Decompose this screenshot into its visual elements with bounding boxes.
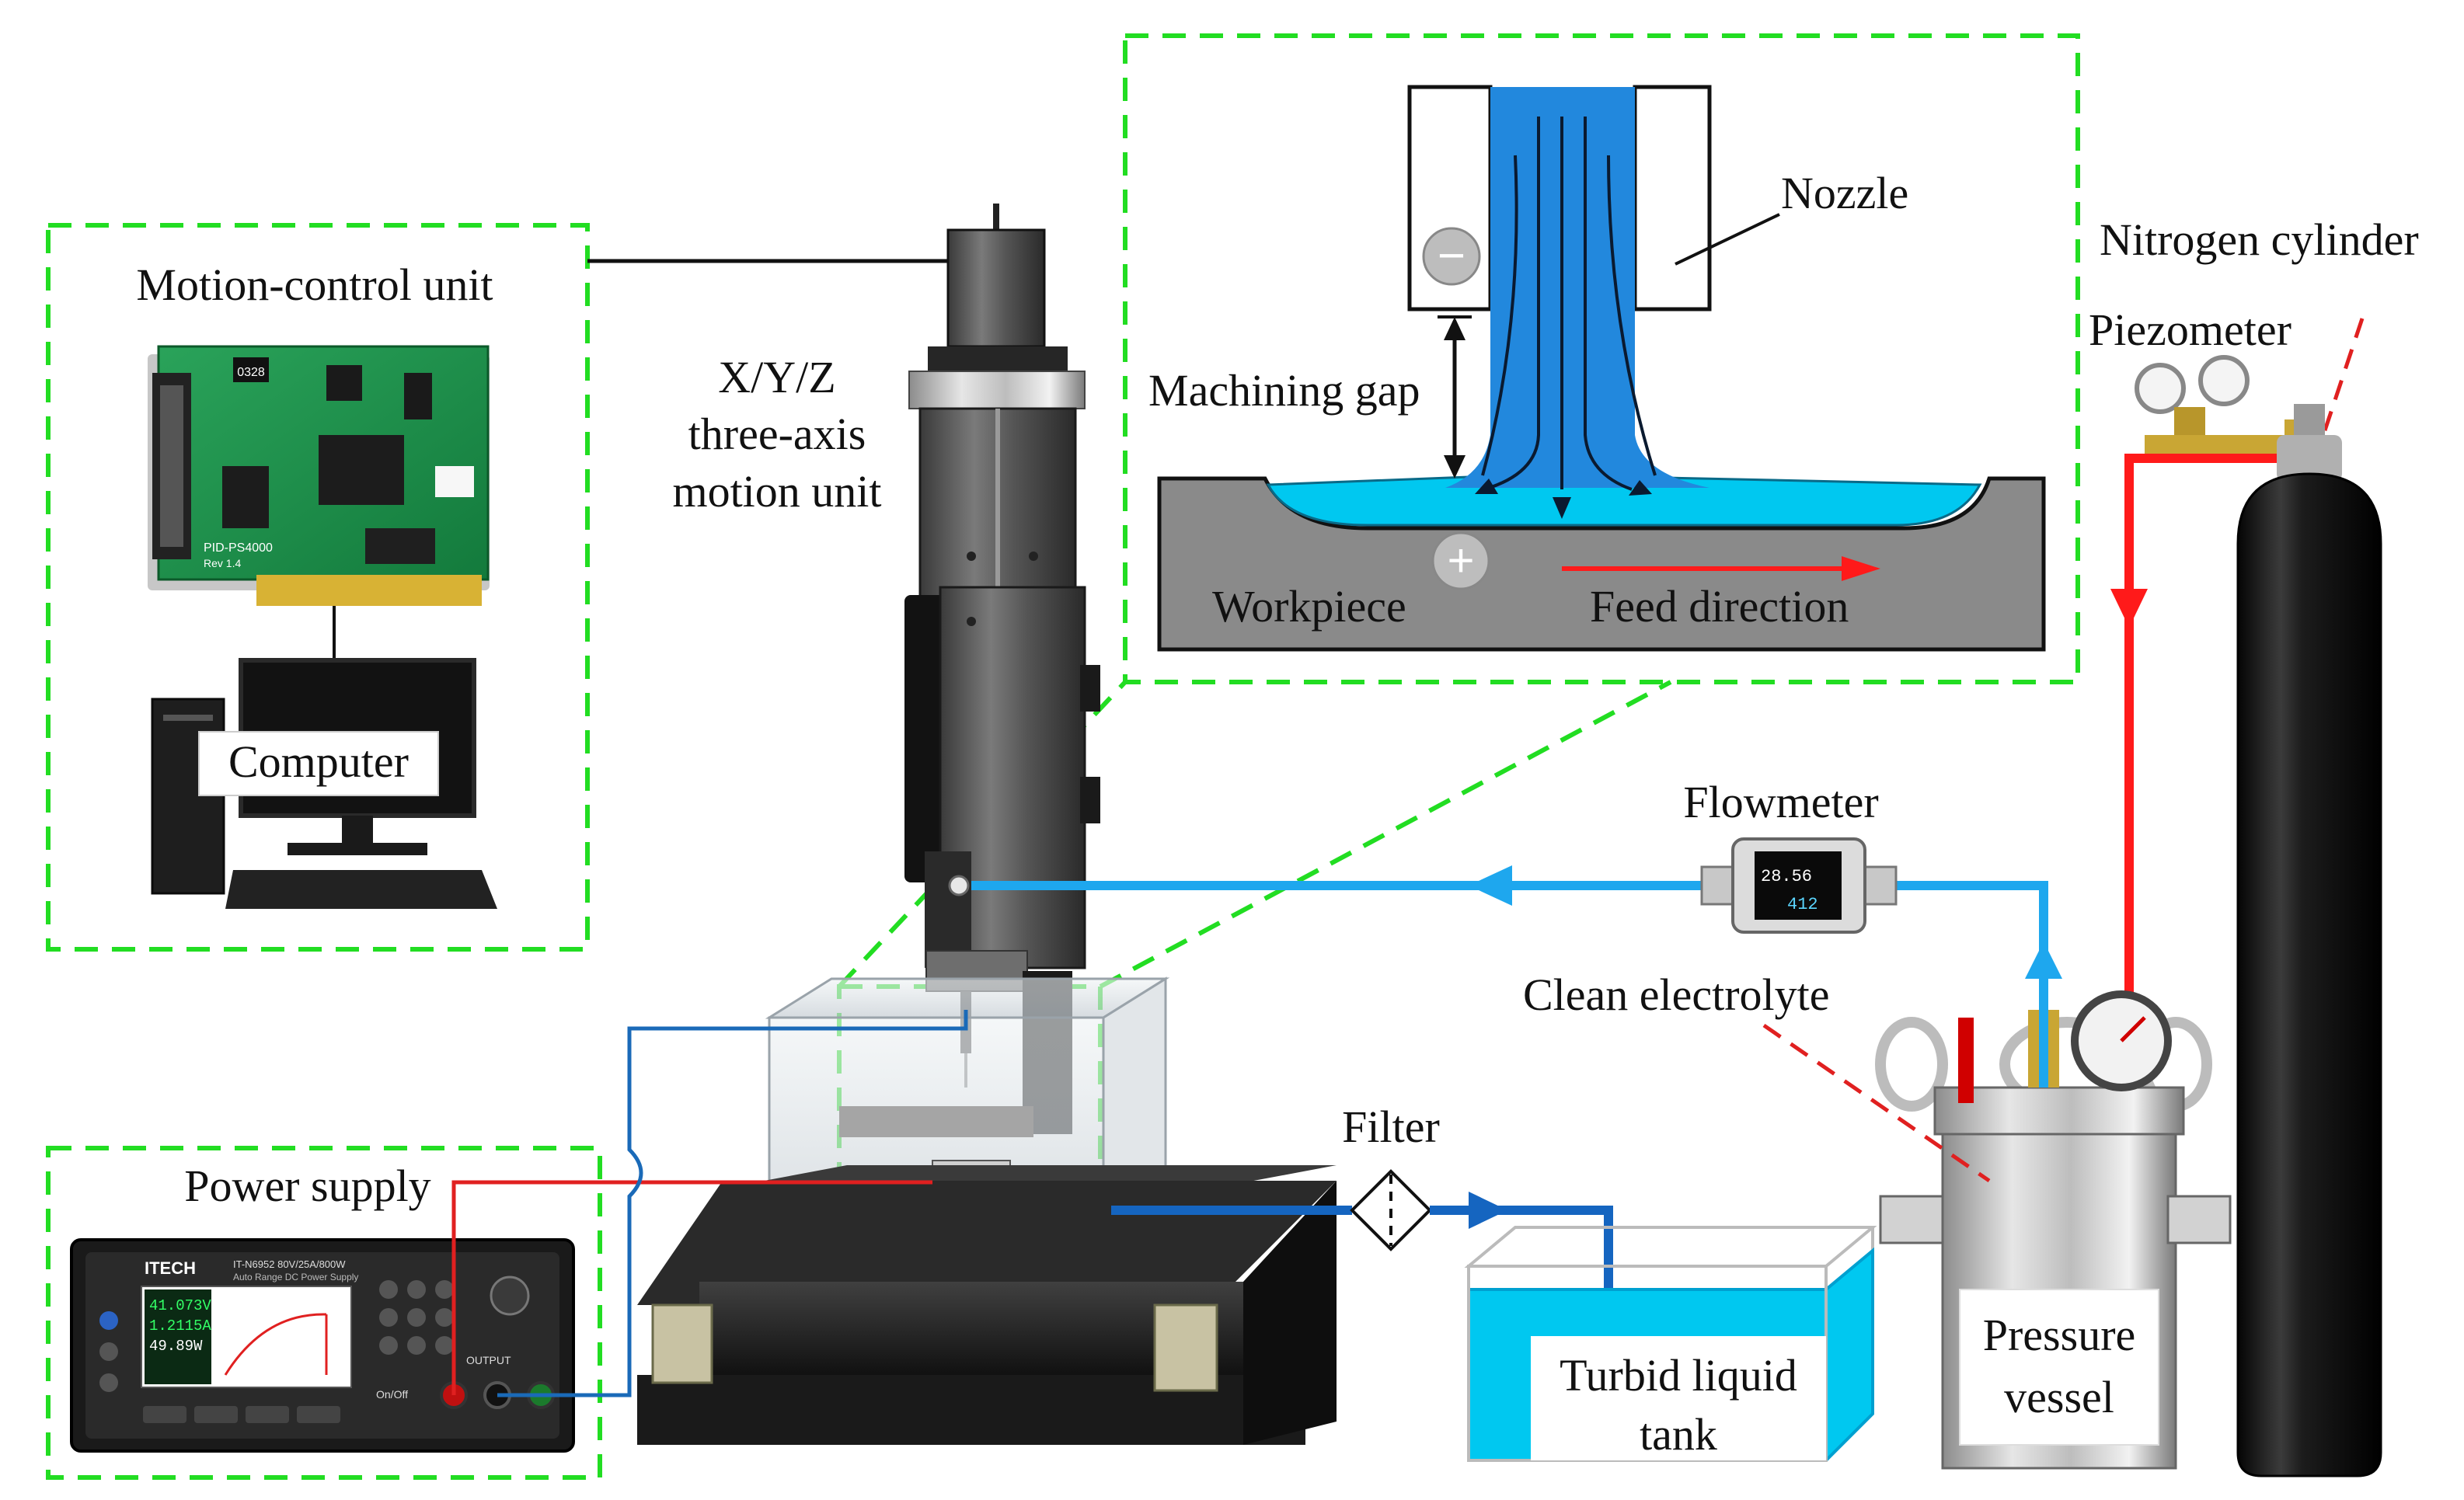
flowmeter: 28.56 412 [1700, 837, 1898, 934]
ps-subtitle: Auto Range DC Power Supply [233, 1272, 358, 1282]
piezometer-label: Piezometer [2089, 305, 2291, 355]
card-chip-label: 0328 [237, 366, 265, 379]
motion-control-label: Motion-control unit [136, 259, 493, 310]
card-model-label: PID-PS4000 [204, 541, 273, 555]
flowmeter-reading-1: 28.56 [1761, 867, 1812, 886]
xyz-label-line2: three-axis [688, 409, 866, 459]
turbid-liquid-tank [1464, 1226, 1877, 1462]
pressure-label-line1: Pressure [1983, 1310, 2136, 1360]
card-rev-label: Rev 1.4 [204, 557, 241, 569]
electrolyte-pool [1266, 475, 1982, 527]
nozzle-label: Nozzle [1781, 168, 1908, 218]
filter-label: Filter [1342, 1102, 1440, 1152]
xyz-label-line3: motion unit [672, 466, 881, 517]
pressure-vessel [1875, 990, 2232, 1470]
positive-wire [451, 1180, 932, 1395]
power-supply-frame [46, 1146, 602, 1480]
computer-illustration [151, 658, 497, 909]
nitrogen-leader [2321, 318, 2365, 436]
turbid-tank-label-line1: Turbid liquid [1560, 1350, 1797, 1401]
flowmeter-reading-2: 412 [1787, 895, 1818, 914]
ps-model: IT-N6952 80V/25A/800W [233, 1258, 346, 1270]
minus-sign: − [1438, 229, 1466, 283]
clean-line-vessel [1896, 881, 2048, 1088]
power-supply-label: Power supply [184, 1161, 430, 1211]
anode-sign [1431, 531, 1490, 590]
pressure-label-box [1959, 1289, 2159, 1446]
electrolyte-jet [1445, 87, 1709, 488]
turbid-flow-arrow [1469, 1192, 1507, 1229]
nozzle-detail: − + [1157, 85, 2046, 652]
nitrogen-cylinder-label: Nitrogen cylinder [2100, 214, 2419, 265]
computer-label: Computer [228, 736, 409, 787]
ps-current: 1.2115A [149, 1317, 211, 1335]
clean-electrolyte-label: Clean electrolyte [1523, 969, 1830, 1020]
nitrogen-cylinder [2236, 404, 2382, 1477]
zoom-line-right [1099, 680, 1672, 989]
clean-flow-arrow-left [1469, 865, 1512, 906]
plus-sign: + [1447, 534, 1474, 586]
pressure-label-line2: vessel [2004, 1372, 2114, 1422]
motion-control-frame [46, 223, 590, 952]
machining-gap-label: Machining gap [1148, 365, 1420, 416]
turbid-tank-label-line2: tank [1640, 1409, 1717, 1460]
ps-output-label: OUTPUT [466, 1354, 511, 1366]
ps-onoff-label: On/Off [376, 1388, 408, 1401]
nozzle-wall-right [1633, 85, 1712, 311]
nitrogen-pipe [2124, 454, 2277, 1002]
ps-voltage: 41.073V [149, 1297, 211, 1314]
feed-direction-label: Feed direction [1590, 581, 1849, 632]
computer-label-box [198, 731, 439, 796]
workpiece-label: Workpiece [1212, 581, 1406, 632]
nitrogen-flow-arrow [2110, 589, 2148, 628]
ps-power: 49.89W [149, 1338, 203, 1355]
xyz-label-line1: X/Y/Z [718, 352, 835, 402]
clean-electrolyte-leader [1762, 1023, 1991, 1183]
motion-control-card: 0328 PID-PS4000 Rev 1.4 [148, 345, 490, 606]
flowmeter-label: Flowmeter [1683, 777, 1878, 827]
clean-flow-arrow-up [2025, 941, 2062, 979]
negative-wire [497, 1010, 968, 1397]
ps-brand: ITECH [145, 1258, 196, 1278]
power-supply-device: ITECH IT-N6952 80V/25A/800W Auto Range D… [70, 1238, 575, 1453]
cathode-sign [1422, 227, 1481, 286]
detail-frame [1123, 33, 2080, 684]
